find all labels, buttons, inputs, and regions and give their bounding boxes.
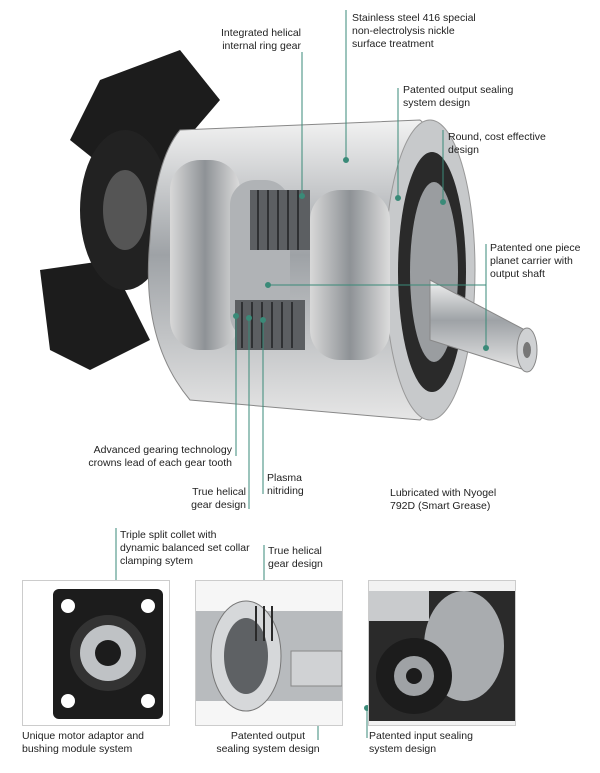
output-sealing-image — [195, 580, 343, 726]
callout-true-helical-main: True helical gear design — [191, 486, 246, 511]
callout-triple-split-collet: Triple split collet with dynamic balance… — [120, 529, 250, 567]
callout-integrated-helical: Integrated helical internal ring gear — [221, 27, 301, 52]
callout-stainless-steel: Stainless steel 416 special non-electrol… — [352, 12, 476, 50]
callout-output-sealing: Patented output sealing system design — [403, 84, 514, 109]
callout-one-piece-carrier: Patented one piece planet carrier with o… — [490, 242, 581, 280]
callout-round-design: Round, cost effective design — [448, 131, 546, 156]
motor-adaptor-image — [22, 580, 170, 726]
callout-plasma-nitriding: Plasma nitriding — [267, 472, 304, 497]
callout-lubricated: Lubricated with Nyogel 792D (Smart Greas… — [390, 487, 497, 512]
callout-true-helical-thumb: True helical gear design — [268, 545, 323, 570]
caption-motor-adaptor: Unique motor adaptor and bushing module … — [22, 730, 144, 755]
callout-advanced-gearing: Advanced gearing technology crowns lead … — [88, 444, 232, 469]
gearbox-cutaway-image — [30, 40, 550, 440]
caption-output-sealing: Patented output sealing system design — [216, 730, 320, 755]
caption-input-sealing: Patented input sealing system design — [369, 730, 473, 755]
input-sealing-image — [368, 580, 516, 726]
